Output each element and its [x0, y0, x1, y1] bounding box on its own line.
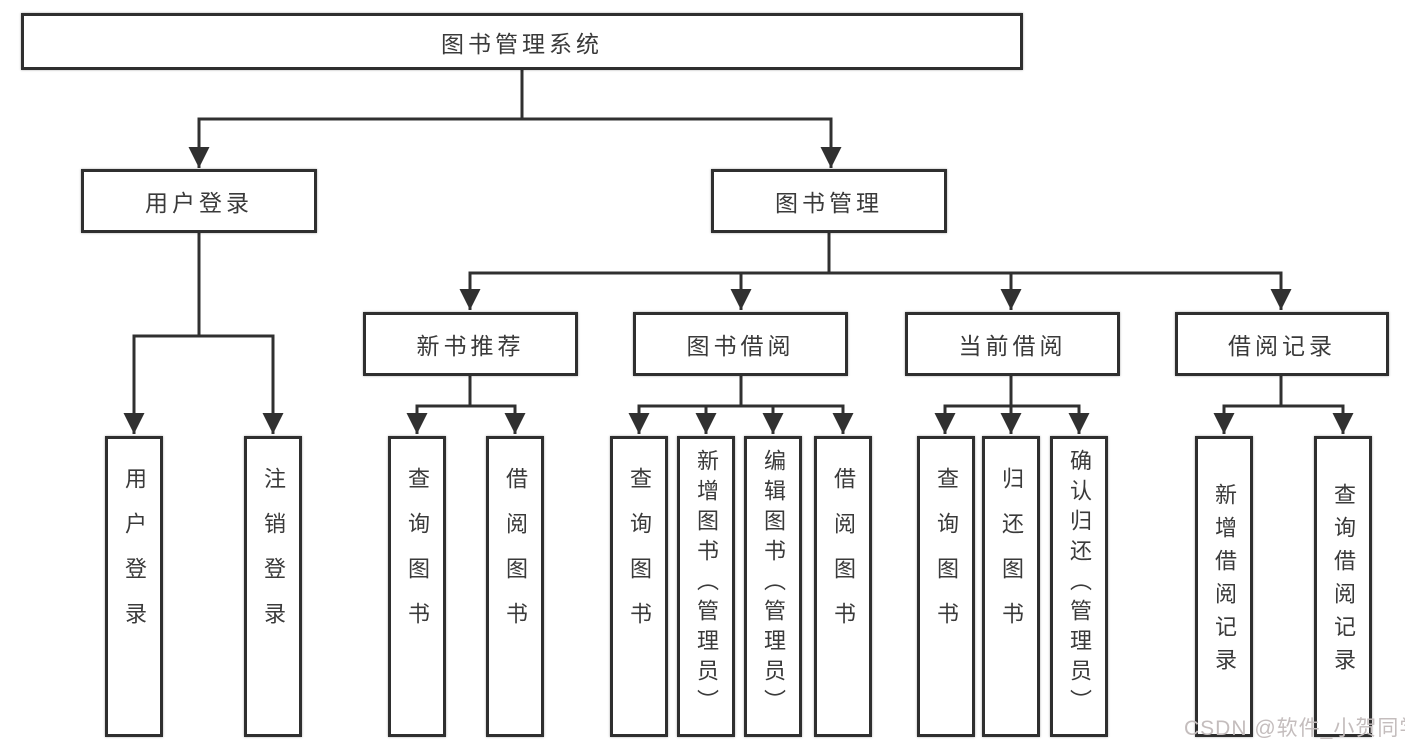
- connector-borrow-record-children: [1213, 376, 1354, 434]
- node-bb-query-book: 查询图书: [610, 436, 668, 737]
- connector-book-mgmt-children: [459, 233, 1292, 310]
- node-bb-borrow-book: 借阅图书: [814, 436, 872, 737]
- node-bb-add-book: 新增图书（管理员）: [677, 436, 735, 737]
- connector-current-borrow-children: [934, 376, 1090, 434]
- connector-user-login-children: [123, 233, 284, 434]
- node-new-book-rec: 新书推荐: [363, 312, 578, 376]
- node-root: 图书管理系统: [21, 13, 1023, 70]
- node-cb-return-book: 归还图书: [982, 436, 1040, 737]
- node-user-login-module: 用户登录: [81, 169, 317, 233]
- node-login: 用户登录: [105, 436, 163, 737]
- node-book-mgmt: 图书管理: [711, 169, 947, 233]
- node-borrow-record: 借阅记录: [1175, 312, 1389, 376]
- node-current-borrow: 当前借阅: [905, 312, 1120, 376]
- csdn-watermark: CSDN @软件_小贺同学: [1184, 717, 1405, 740]
- node-cb-confirm-return: 确认归还（管理员）: [1050, 436, 1108, 737]
- node-cb-query-book: 查询图书: [917, 436, 975, 737]
- connector-new-book-rec-children: [406, 376, 526, 434]
- node-br-add-record: 新增借阅记录: [1195, 436, 1253, 737]
- node-book-borrow: 图书借阅: [633, 312, 848, 376]
- node-br-query-record: 查询借阅记录: [1314, 436, 1372, 737]
- connector-root-to-level1: [188, 70, 842, 168]
- node-rec-borrow-book: 借阅图书: [486, 436, 544, 737]
- node-bb-edit-book: 编辑图书（管理员）: [744, 436, 802, 737]
- node-logout: 注销登录: [244, 436, 302, 737]
- node-rec-query-book: 查询图书: [388, 436, 446, 737]
- connector-book-borrow-children: [628, 376, 854, 434]
